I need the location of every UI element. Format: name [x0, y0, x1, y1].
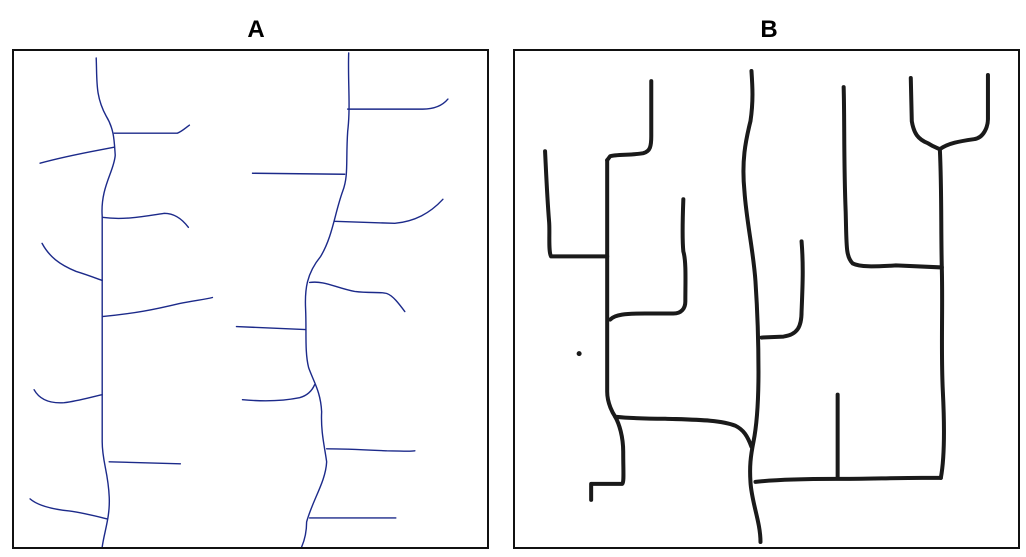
- panel-a-left-trunk: [95, 57, 116, 547]
- panel-a-right-branch-2: [251, 172, 346, 175]
- panel-a-left-branch-4: [41, 242, 103, 282]
- panel-b-right-trunk: [937, 147, 946, 480]
- panel-b-vessel-drawing: [543, 69, 990, 544]
- panel-b-left-hook: [543, 149, 610, 259]
- panel-a-right-branch-7: [325, 448, 416, 452]
- panel-a-right-branch-4: [308, 281, 406, 313]
- panel-a-vessel-drawing: [29, 52, 449, 547]
- panel-a-left-branch-2: [39, 146, 115, 164]
- panel-a-label: A: [247, 16, 265, 43]
- panel-a-frame: [12, 49, 489, 549]
- panel-b-right-fork: [908, 73, 990, 152]
- panel-b-right-l: [841, 85, 944, 270]
- panel-a-right-branch-5: [235, 325, 307, 331]
- panel-a-right-trunk: [300, 52, 350, 547]
- panel-b-center-hook: [759, 239, 805, 340]
- panel-b-center-trunk: [741, 69, 763, 544]
- panel-b-left-trunk: [589, 158, 626, 502]
- panel-a-left-branch-3: [101, 212, 190, 229]
- panel-a-right-branch-1: [346, 98, 449, 110]
- panel-a-right-branch-3: [333, 198, 444, 225]
- panel-a-left-branch-1: [113, 124, 191, 134]
- panel-a-left-branch-7: [108, 461, 182, 465]
- panel-b-label: B: [760, 16, 778, 43]
- panel-a-left-branch-8: [29, 498, 108, 520]
- panel-b-inner-hook: [608, 197, 688, 322]
- panel-a-left-branch-5: [101, 296, 214, 318]
- panel-b-dot: [576, 351, 582, 357]
- panel-b-frame: [513, 49, 1020, 549]
- panel-b-lower-connector: [613, 414, 754, 449]
- panel-a-left-branch-6: [33, 388, 103, 404]
- panel-b-bottom-connector: [753, 475, 943, 484]
- panel-b-hook-top: [605, 79, 654, 163]
- panel-a-right-branch-6: [241, 383, 316, 402]
